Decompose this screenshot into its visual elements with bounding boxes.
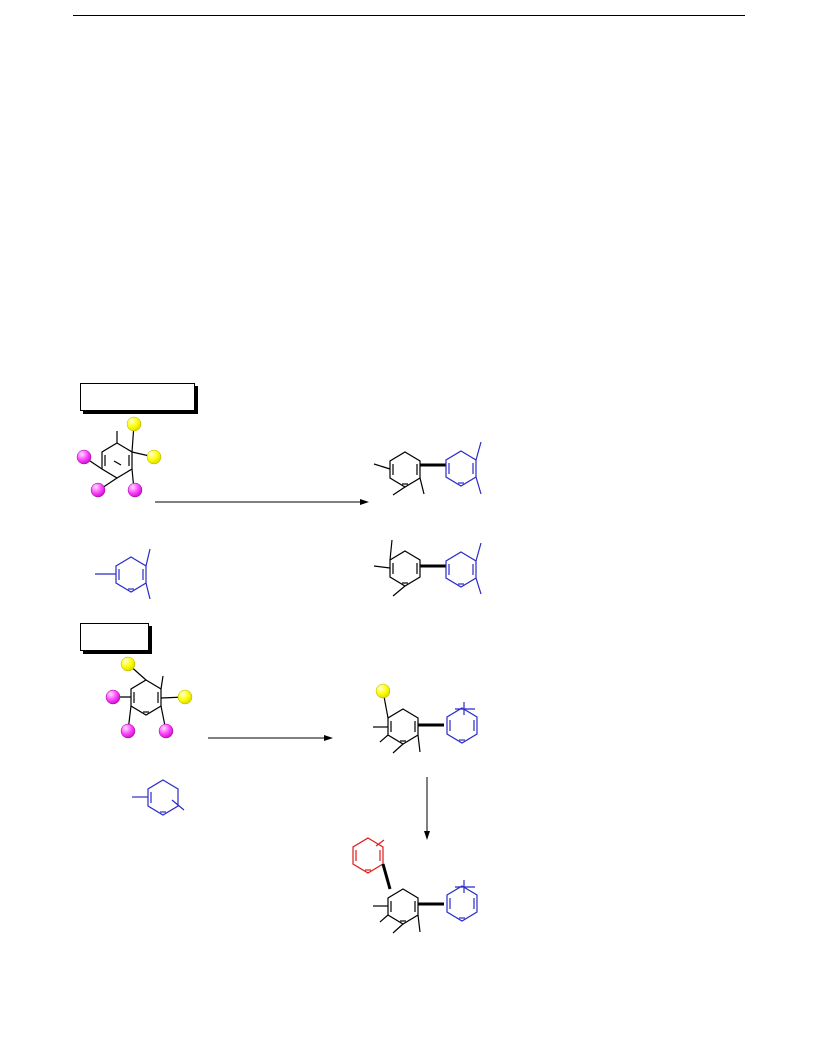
product-1b-molecule — [373, 539, 482, 597]
yellow-sphere-icon — [177, 689, 193, 705]
yellow-sphere-icon — [126, 416, 142, 432]
reactant-1-spheres — [76, 416, 162, 498]
label-box-2 — [80, 623, 149, 651]
yellow-sphere-icon — [375, 683, 391, 699]
yellow-sphere-icon — [120, 656, 136, 672]
magenta-sphere-icon — [127, 482, 143, 498]
product-2-molecule — [373, 683, 478, 754]
label-box-1 — [80, 383, 195, 411]
magenta-sphere-icon — [76, 449, 92, 465]
reactant-2-molecule — [113, 663, 186, 732]
product-1a-molecule — [373, 441, 482, 496]
reaction-arrow-icon — [424, 777, 430, 840]
magenta-sphere-icon — [90, 482, 106, 498]
reactant-2-spheres — [105, 656, 193, 739]
magenta-sphere-icon — [120, 723, 136, 739]
yellow-sphere-icon — [146, 449, 162, 465]
reagent-2-molecule — [132, 779, 185, 816]
reaction-arrow-icon — [208, 735, 333, 741]
magenta-sphere-icon — [158, 723, 174, 739]
final-product-molecule — [352, 837, 478, 934]
reactant-1-molecule — [83, 423, 155, 491]
reaction-arrow-icon — [155, 499, 369, 505]
reagent-1-molecule — [95, 548, 151, 600]
magenta-sphere-icon — [105, 689, 121, 705]
